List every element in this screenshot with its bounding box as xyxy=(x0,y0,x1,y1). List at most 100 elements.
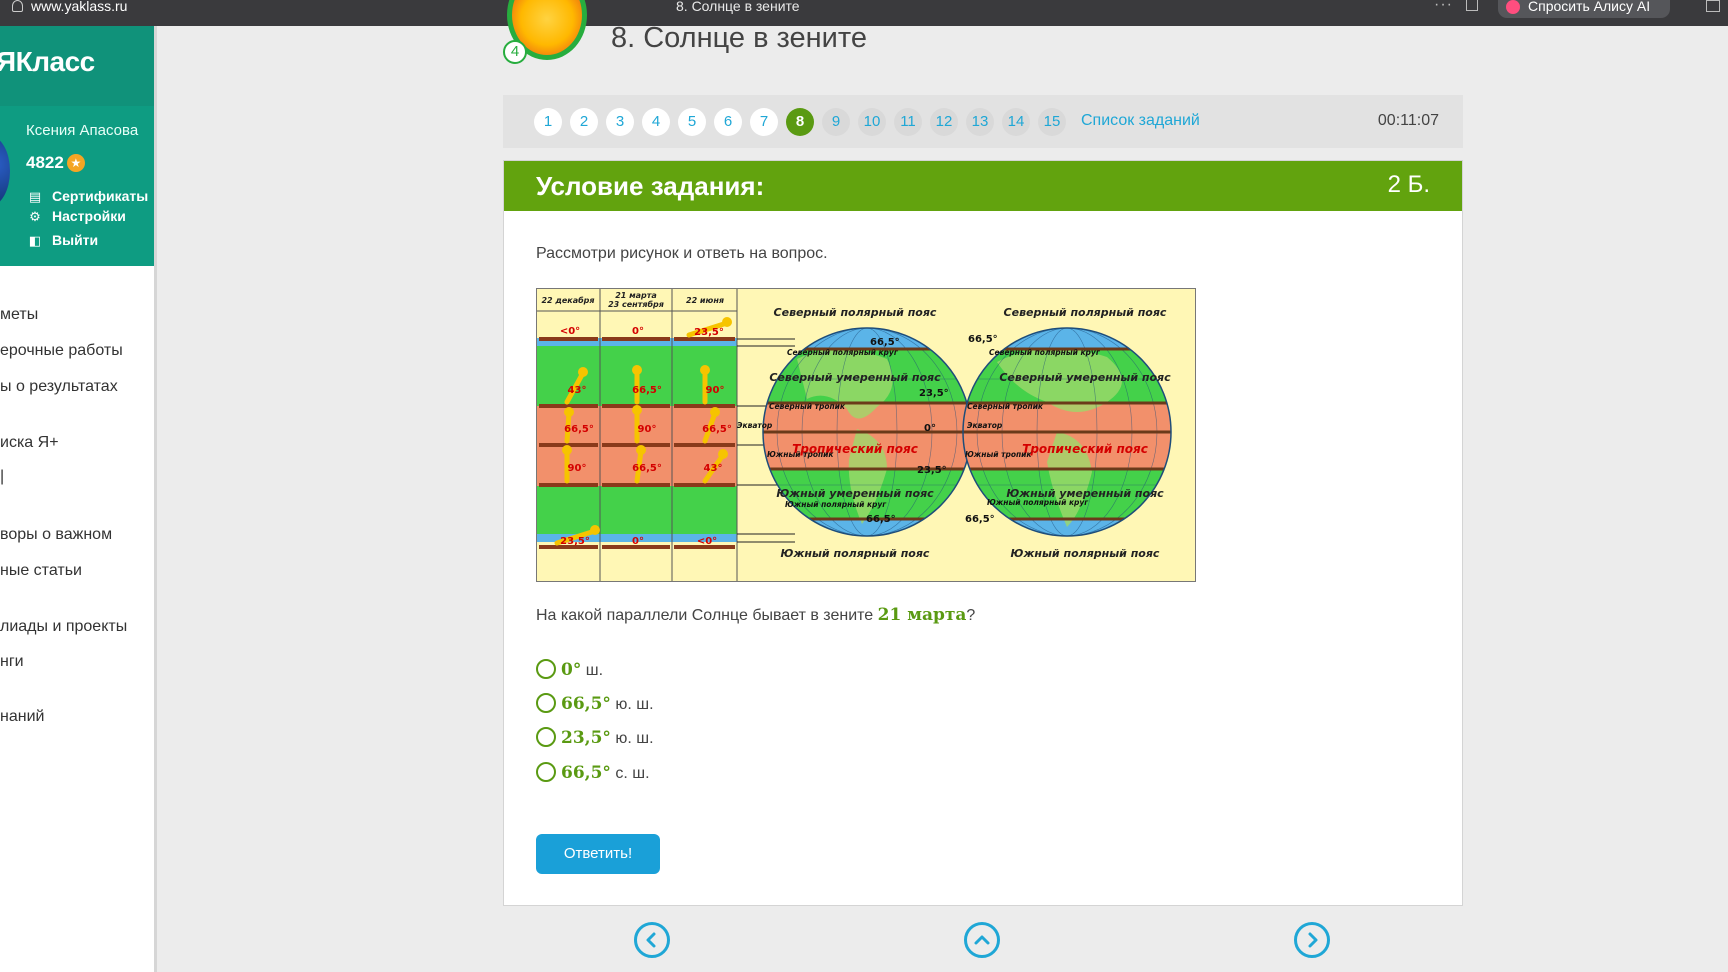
scroll-top-button[interactable] xyxy=(964,922,1000,958)
chevron-right-icon xyxy=(1308,932,1318,948)
label-south-temperate-1: Южный умеренный пояс xyxy=(776,487,934,500)
user-points: 4822★ xyxy=(26,153,85,173)
angle-dec-r5: 23,5° xyxy=(560,536,590,547)
angle-mar-r3: 90° xyxy=(638,424,657,435)
ask-alisa-button[interactable]: Спросить Алису AI xyxy=(1498,0,1670,18)
line-antarctic-2: Южный полярный круг xyxy=(987,498,1089,507)
sidebar-item-extra[interactable]: | xyxy=(0,468,5,485)
angle-mar-r4: 66,5° xyxy=(632,463,662,474)
bookmark-icon[interactable] xyxy=(1466,0,1478,11)
sidebar-item-olympiads[interactable]: лиады и проекты xyxy=(0,618,128,635)
question-text: На какой параллели Солнце бывает в зенит… xyxy=(536,605,976,625)
deg-23-north: 23,5° xyxy=(919,388,949,399)
angle-mar-r2: 66,5° xyxy=(632,385,662,396)
col-title-mar: 21 марта xyxy=(615,291,657,300)
question-link-7[interactable]: 7 xyxy=(750,108,778,136)
label-south-polar-2: Южный полярный пояс xyxy=(1011,547,1160,560)
radio-button[interactable] xyxy=(536,727,556,747)
sidebar-item-ratings[interactable]: нги xyxy=(0,653,24,670)
answer-option-1[interactable]: 0° ш. xyxy=(536,659,603,680)
sidebar-item-articles[interactable]: ные статьи xyxy=(0,562,82,579)
chevron-left-icon xyxy=(646,932,656,948)
site-logo[interactable]: ЯКласс xyxy=(0,46,95,77)
answer-option-3[interactable]: 23,5° ю. ш. xyxy=(536,727,654,748)
sidebar: ЯКласс Ксения Апасова 4822★ ▤Сертификаты… xyxy=(0,26,156,972)
sidebar-item-knowledge[interactable]: наний xyxy=(0,708,45,725)
deg-0: 0° xyxy=(924,423,936,434)
question-link-8-current[interactable]: 8 xyxy=(786,108,814,136)
label-north-temperate-2: Северный умеренный пояс xyxy=(999,371,1171,384)
question-link-3[interactable]: 3 xyxy=(606,108,634,136)
label-tropical-2: Тропический пояс xyxy=(1022,442,1148,456)
more-icon[interactable]: ··· xyxy=(1434,0,1453,13)
sidebar-user-panel: ЯКласс Ксения Апасова 4822★ ▤Сертификаты… xyxy=(0,26,156,266)
task-instruction: Рассмотри рисунок и ответь на вопрос. xyxy=(536,245,828,262)
radio-button[interactable] xyxy=(536,762,556,782)
angle-dec-r2: 43° xyxy=(568,385,587,396)
sidebar-item-results[interactable]: ы о результатах xyxy=(0,378,118,395)
task-score: 2 Б. xyxy=(1387,171,1430,198)
grade-badge: 4 xyxy=(503,40,527,64)
col-title-dec: 22 декабря xyxy=(541,295,594,305)
line-arctic-2: Северный полярный круг xyxy=(989,348,1101,357)
question-link-11[interactable]: 11 xyxy=(894,108,922,136)
sidebar-border xyxy=(154,26,157,972)
question-link-12[interactable]: 12 xyxy=(930,108,958,136)
angle-dec-r3: 66,5° xyxy=(564,424,594,435)
question-link-13[interactable]: 13 xyxy=(966,108,994,136)
angle-dec-r1: <0° xyxy=(560,326,580,337)
task-list-link[interactable]: Список заданий xyxy=(1081,112,1200,129)
line-north-tropic-1: Северный тропик xyxy=(769,402,846,411)
question-navigation: 1 2 3 4 5 6 7 8 9 10 11 12 13 14 15 Спис… xyxy=(503,95,1463,148)
browser-top-bar: www.yaklass.ru 8. Солнце в зените ··· Сп… xyxy=(0,0,1728,26)
next-question-button[interactable] xyxy=(1294,922,1330,958)
line-north-tropic-2: Северный тропик xyxy=(967,402,1044,411)
col-title-sep: 23 сентября xyxy=(608,299,664,309)
sidebar-item-talks[interactable]: воры о важном xyxy=(0,526,113,543)
url-text: www.yaklass.ru xyxy=(31,0,128,14)
line-south-tropic-2: Южный тропик xyxy=(965,450,1032,459)
previous-question-button[interactable] xyxy=(634,922,670,958)
certificate-icon: ▤ xyxy=(28,189,42,204)
radio-button[interactable] xyxy=(536,693,556,713)
sidebar-link-logout[interactable]: ◧Выйти xyxy=(28,232,99,248)
angle-jun-r2: 90° xyxy=(706,385,725,396)
deg-66-north-2: 66,5° xyxy=(968,334,998,345)
sidebar-link-settings[interactable]: ⚙Настройки xyxy=(29,208,126,224)
topic-sun-icon: 4 xyxy=(503,0,591,64)
answer-option-2[interactable]: 66,5° ю. ш. xyxy=(536,693,654,714)
question-link-9[interactable]: 9 xyxy=(822,108,850,136)
sidebar-item-tests[interactable]: ерочные работы xyxy=(0,342,123,359)
user-name[interactable]: Ксения Апасова xyxy=(26,122,139,139)
submit-answer-button[interactable]: Ответить! xyxy=(536,834,660,874)
question-link-1[interactable]: 1 xyxy=(534,108,562,136)
question-link-5[interactable]: 5 xyxy=(678,108,706,136)
logout-icon: ◧ xyxy=(28,233,42,248)
downloads-icon[interactable] xyxy=(1706,0,1720,12)
address-bar[interactable]: www.yaklass.ru xyxy=(12,0,128,14)
task-header: Условие задания: 2 Б. xyxy=(504,161,1462,211)
avatar[interactable] xyxy=(0,136,10,206)
angle-jun-r5: <0° xyxy=(697,536,717,547)
question-link-2[interactable]: 2 xyxy=(570,108,598,136)
question-link-14[interactable]: 14 xyxy=(1002,108,1030,136)
deg-23-south: 23,5° xyxy=(917,465,947,476)
col-title-jun: 22 июня xyxy=(686,296,724,305)
sidebar-item-subscription[interactable]: иска Я+ xyxy=(0,434,59,451)
sidebar-item-subjects[interactable]: меты xyxy=(0,306,39,323)
question-link-15[interactable]: 15 xyxy=(1038,108,1066,136)
radio-button[interactable] xyxy=(536,659,556,679)
figure-svg: 22 декабря 21 марта 23 сентября 22 июня xyxy=(537,289,1172,581)
label-north-temperate-1: Северный умеренный пояс xyxy=(769,371,941,384)
deg-66-south-2: 66,5° xyxy=(965,514,995,525)
question-link-6[interactable]: 6 xyxy=(714,108,742,136)
illumination-zones-figure: 22 декабря 21 марта 23 сентября 22 июня xyxy=(536,288,1196,582)
question-link-4[interactable]: 4 xyxy=(642,108,670,136)
label-north-polar-1: Северный полярный пояс xyxy=(774,306,937,319)
sidebar-link-certificates[interactable]: ▤Сертификаты xyxy=(28,188,149,204)
timer: 00:11:07 xyxy=(1377,112,1439,129)
question-link-10[interactable]: 10 xyxy=(858,108,886,136)
task-card: Условие задания: 2 Б. Рассмотри рисунок … xyxy=(503,160,1463,906)
label-north-polar-2: Северный полярный пояс xyxy=(1004,306,1167,319)
answer-option-4[interactable]: 66,5° с. ш. xyxy=(536,762,650,783)
